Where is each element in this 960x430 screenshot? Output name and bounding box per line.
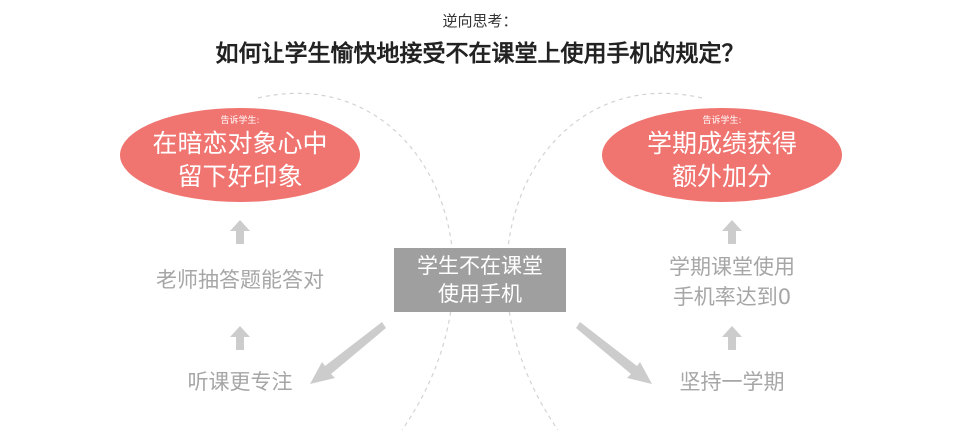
up-arrow-icon	[230, 220, 250, 244]
left-goal-text: 在暗恋对象心中 留下好印象	[152, 129, 328, 191]
right-goal-caption: 告诉学生:	[702, 116, 742, 126]
right-step-bottom: 坚持一学期	[679, 370, 785, 394]
center-box: 学生不在课堂 使用手机	[394, 248, 566, 312]
left-goal-caption: 告诉学生:	[220, 116, 260, 126]
diagonal-arrow-icon	[576, 322, 652, 384]
left-step-middle: 老师抽答题能答对	[156, 268, 324, 292]
up-arrow-icon	[722, 220, 742, 244]
page-title: 如何让学生愉快地接受不在课堂上使用手机的规定？	[215, 41, 745, 67]
left-step-bottom: 听课更专注	[187, 370, 293, 394]
right-step-middle: 学期课堂使用 手机率达到0	[669, 255, 795, 309]
right-dashed-arc	[505, 92, 703, 430]
diagonal-arrow-icon	[310, 322, 386, 384]
left-goal-ellipse: 告诉学生: 在暗恋对象心中 留下好印象	[120, 108, 360, 202]
right-goal-ellipse: 告诉学生: 学期成绩获得 额外加分	[602, 108, 842, 202]
up-arrow-icon	[722, 326, 742, 350]
page-subtitle: 逆向思考：	[442, 12, 518, 30]
up-arrow-icon	[230, 326, 250, 350]
left-dashed-arc	[257, 92, 455, 430]
right-goal-text: 学期成绩获得 额外加分	[646, 129, 797, 191]
